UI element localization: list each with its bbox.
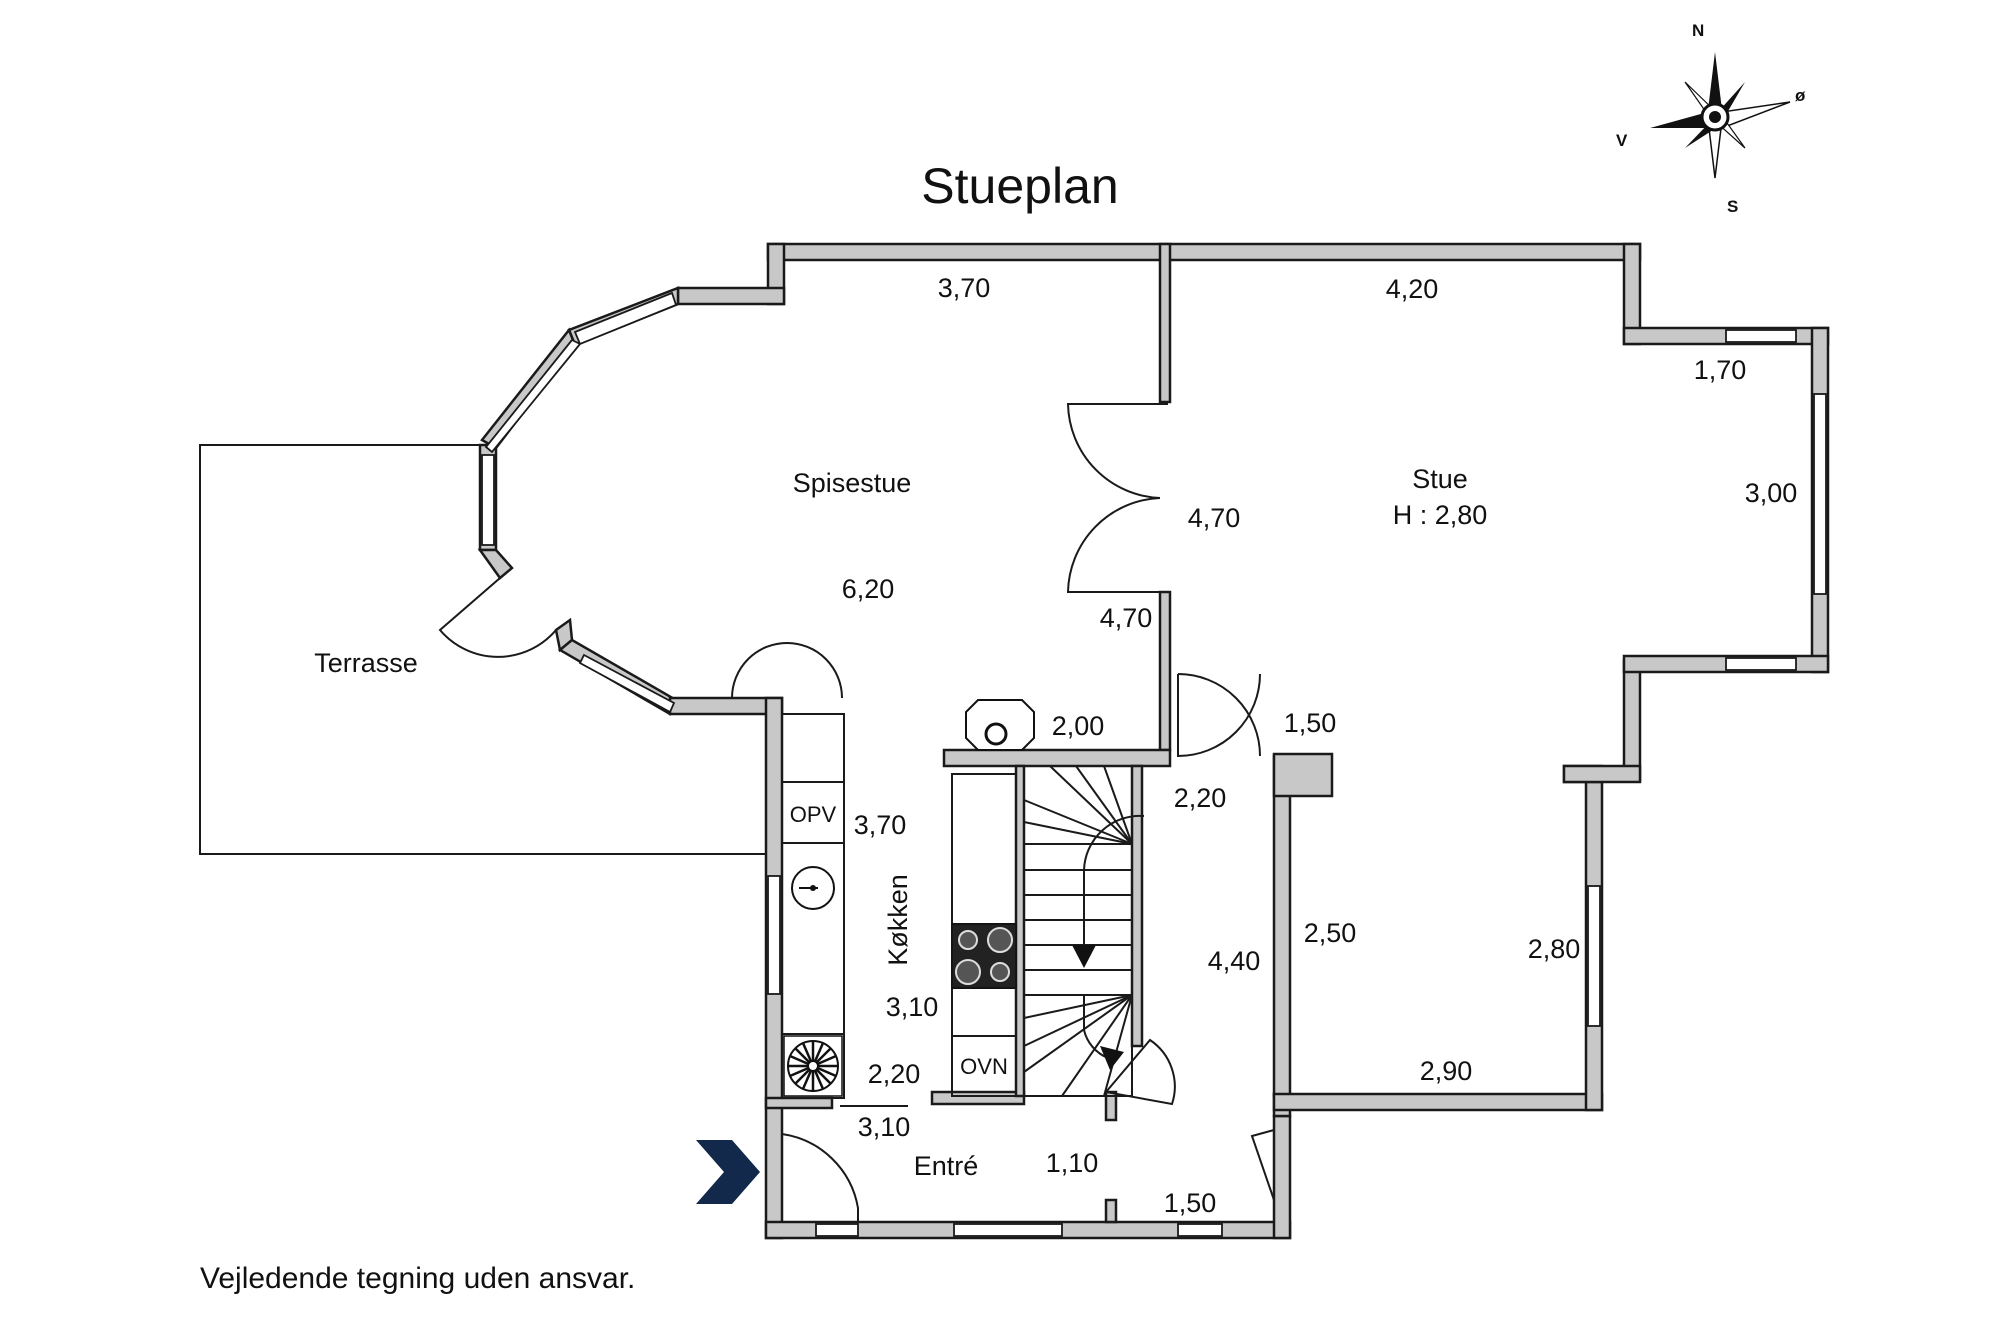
room-stue-height: H : 2,80 bbox=[1393, 500, 1488, 530]
dim-opening-outer: 4,70 bbox=[1100, 603, 1153, 633]
dim-kokken-inner: 3,10 bbox=[886, 992, 939, 1022]
staircase bbox=[1023, 765, 1145, 1097]
plan-title: Stueplan bbox=[921, 158, 1118, 214]
disclaimer: Vejledende tegning uden ansvar. bbox=[200, 1262, 635, 1295]
terrace-outline bbox=[199, 444, 780, 855]
dim-stue-bay-side: 3,00 bbox=[1745, 478, 1798, 508]
dimensions: 3,70 4,20 1,70 3,00 4,70 6,20 4,70 2,00 … bbox=[842, 273, 1798, 1218]
dim-chimney: 2,00 bbox=[1052, 711, 1105, 741]
compass-e: ø bbox=[1795, 86, 1806, 105]
compass-icon: N ø S V bbox=[1616, 21, 1806, 216]
room-entre: Entré bbox=[914, 1151, 979, 1181]
windows bbox=[481, 291, 1827, 1237]
dim-entre-width: 3,10 bbox=[858, 1112, 911, 1142]
dim-hall-len: 4,40 bbox=[1208, 946, 1261, 976]
walls bbox=[477, 242, 1830, 1240]
ventilation-fan-icon bbox=[783, 1035, 843, 1097]
compass-n: N bbox=[1692, 21, 1704, 40]
dim-hall-right: 1,50 bbox=[1284, 708, 1337, 738]
dim-spisestue-top: 3,70 bbox=[938, 273, 991, 303]
room-spisestue: Spisestue bbox=[793, 468, 912, 498]
dim-kokken-bottom: 2,20 bbox=[868, 1059, 921, 1089]
dim-stue-bottom: 2,90 bbox=[1420, 1056, 1473, 1086]
dim-spisestue-depth: 6,20 bbox=[842, 574, 895, 604]
dim-stair-top: 2,20 bbox=[1174, 783, 1227, 813]
dim-entre-bottom: 1,50 bbox=[1164, 1188, 1217, 1218]
doors bbox=[438, 403, 1275, 1222]
dim-stue-top: 4,20 bbox=[1386, 274, 1439, 304]
dim-stue-bay-top: 1,70 bbox=[1694, 355, 1747, 385]
stove-icon bbox=[951, 923, 1017, 989]
dim-kokken-len: 3,70 bbox=[854, 810, 907, 840]
compass-s: S bbox=[1727, 197, 1738, 216]
room-stue: Stue bbox=[1412, 464, 1468, 494]
ovn-label: OVN bbox=[960, 1054, 1008, 1079]
kitchen-counter-left: OPV bbox=[781, 713, 845, 1099]
dim-opening-inner: 4,70 bbox=[1188, 503, 1241, 533]
compass-w: V bbox=[1616, 131, 1628, 150]
chimney-icon bbox=[965, 699, 1035, 751]
opv-label: OPV bbox=[790, 802, 837, 827]
dim-stue-lower-left: 2,50 bbox=[1304, 918, 1357, 948]
dim-stue-lower-right: 2,80 bbox=[1528, 934, 1581, 964]
entry-arrow-icon bbox=[696, 1140, 760, 1204]
sink-icon bbox=[791, 866, 835, 910]
room-kokken: Køkken bbox=[883, 874, 913, 966]
dim-entre-small: 1,10 bbox=[1046, 1148, 1099, 1178]
room-terrasse: Terrasse bbox=[314, 648, 418, 678]
